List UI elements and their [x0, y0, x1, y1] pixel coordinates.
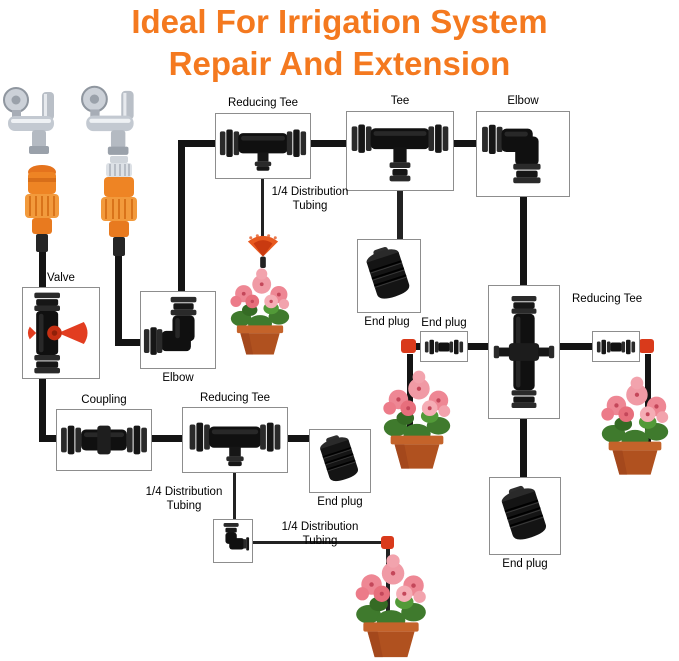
elbow-image	[143, 295, 213, 365]
component-box-valve	[22, 287, 100, 379]
coupling-image	[60, 419, 148, 461]
reducing-tee-image	[187, 412, 283, 468]
drip-stake-right	[645, 354, 651, 448]
label-reducing-tee-top: Reducing Tee	[227, 97, 299, 109]
tube-faucet-left-to-valve	[39, 246, 46, 292]
flower-pot-3	[594, 372, 676, 476]
tube-faucet-right-down	[115, 254, 122, 346]
elbow-image	[481, 115, 565, 193]
label-valve: Valve	[47, 272, 75, 284]
tube-valve-down	[39, 374, 46, 442]
component-box-tee	[346, 111, 454, 191]
tube-top-run-1	[178, 140, 220, 147]
drip-stake-left	[407, 354, 413, 444]
reducing-tee-vertical-image	[492, 289, 556, 415]
component-box-end-plug-bottom-mid	[309, 429, 371, 493]
label-reducing-tee-bottom: Reducing Tee	[199, 392, 271, 404]
component-box-end-plug-mid	[357, 239, 421, 313]
component-box-elbow-top	[476, 111, 570, 197]
drip-emitter-bottom	[381, 536, 394, 549]
valve-image	[27, 291, 93, 375]
end-plug-image	[361, 243, 417, 309]
annotation-distribution-tubing-3: 1/4 Distribution Tubing	[281, 521, 359, 547]
component-box-coupling	[56, 409, 152, 471]
tube-reducing-tee-to-end-plug	[284, 435, 316, 442]
tube-elbow-riser	[178, 140, 185, 296]
tube-elbow-down	[520, 190, 527, 290]
component-box-end-plug-bottom-right	[489, 477, 561, 555]
faucet-left-image	[2, 86, 66, 170]
title-line-2: Repair And Extension	[168, 45, 511, 82]
component-box-reducing-tee-bottom	[182, 407, 288, 473]
label-end-plug-small-left: End plug	[421, 317, 467, 329]
hose-adapter-left-image	[22, 164, 62, 252]
elbow-small-image	[216, 522, 250, 560]
distribution-tube-right	[247, 541, 387, 544]
label-coupling: Coupling	[81, 394, 127, 406]
drip-emitter-right	[639, 339, 654, 353]
end-plug-image	[496, 482, 554, 550]
annotation-distribution-tubing-1: 1/4 Distribution Tubing	[271, 186, 349, 212]
tube-tee-to-end-plug	[397, 186, 403, 242]
component-box-elbow-small	[213, 519, 253, 563]
drip-emitter-left	[401, 339, 416, 353]
component-box-elbow-mid	[140, 291, 216, 369]
tube-top-run-2	[308, 140, 350, 147]
end-plug-image	[315, 432, 365, 490]
tube-coupling-to-reducing-tee	[146, 435, 188, 442]
label-tee: Tee	[390, 95, 410, 107]
component-box-end-plug-small-left	[420, 331, 468, 362]
annotation-distribution-tubing-2: 1/4 Distribution Tubing	[145, 486, 223, 512]
flower-pot-2	[376, 366, 458, 470]
tube-vertical-tee-down	[520, 414, 527, 482]
component-box-reducing-tee-top	[215, 113, 311, 179]
label-end-plug-bottom-mid: End plug	[317, 496, 363, 508]
end-plug-small-image	[423, 337, 465, 357]
distribution-tube-down	[233, 468, 236, 524]
label-end-plug-bottom-right: End plug	[502, 558, 548, 570]
tee-image	[350, 115, 450, 187]
distribution-tube-sprayer	[261, 178, 264, 238]
tube-top-run-3	[450, 140, 480, 147]
hose-adapter-right-image	[98, 156, 140, 256]
tube-into-elbow	[115, 339, 151, 346]
component-box-reducing-tee-vertical	[488, 285, 560, 419]
end-plug-small-image	[595, 337, 637, 357]
page-title: Ideal For Irrigation System Repair And E…	[0, 1, 679, 85]
flower-pot-4	[348, 550, 434, 658]
reducing-tee-image	[219, 119, 307, 173]
label-reducing-tee-vertical: Reducing Tee	[572, 293, 643, 305]
title-line-1: Ideal For Irrigation System	[131, 3, 548, 40]
label-elbow-mid: Elbow	[162, 372, 194, 384]
label-end-plug-mid: End plug	[364, 316, 410, 328]
label-elbow-top: Elbow	[507, 95, 539, 107]
flower-pot-1	[224, 260, 296, 360]
component-box-connector-small-right	[592, 331, 640, 362]
